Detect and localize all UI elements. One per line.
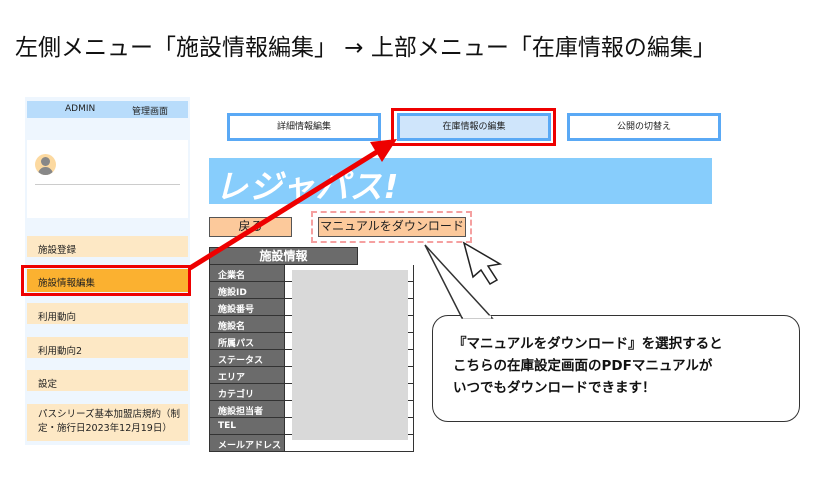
sidebar-item-facility-edit[interactable]: 施設情報編集 <box>27 269 188 292</box>
tab-publish-toggle[interactable]: 公開の切替え <box>567 113 721 141</box>
terms-line2: 定・施行日2023年12月19日） <box>38 423 172 434</box>
callout-pointer <box>424 244 494 319</box>
tab-inventory-edit[interactable]: 在庫情報の編集 <box>397 113 551 141</box>
sidebar-item-usage[interactable]: 利用動向 <box>27 303 188 324</box>
sidebar-item-settings[interactable]: 設定 <box>27 370 188 391</box>
tab-detail-edit[interactable]: 詳細情報編集 <box>227 113 381 141</box>
redacted-area <box>292 270 408 440</box>
user-card <box>27 140 188 218</box>
admin-label: ADMIN <box>65 104 96 114</box>
back-button[interactable]: 戻る <box>209 217 292 237</box>
sidebar: ADMIN 管理画面 施設登録 施設情報編集 利用動向 利用動向2 設定 パスシ… <box>25 97 190 445</box>
table-header: 施設情報 <box>209 247 358 265</box>
manual-download-button[interactable]: マニュアルをダウンロード <box>318 217 466 237</box>
callout-text: 『マニュアルをダウンロード』を選択すると こちらの在庫設定画面のPDFマニュアル… <box>453 333 723 399</box>
logo: レジャパス! <box>215 167 400 206</box>
avatar-icon <box>35 154 56 175</box>
callout-line1: 『マニュアルをダウンロード』を選択すると <box>453 336 723 352</box>
admin-link[interactable]: 管理画面 <box>132 107 169 117</box>
sidebar-header: ADMIN 管理画面 <box>27 101 188 118</box>
row-label: TEL <box>209 418 285 434</box>
row-label: メールアドレス <box>209 435 285 451</box>
callout-bubble <box>432 315 800 422</box>
row-label: 施設番号 <box>209 299 285 315</box>
highlight-box-sidebar <box>21 265 191 296</box>
red-arrow-head <box>370 139 397 162</box>
sidebar-item-facility-register[interactable]: 施設登録 <box>27 236 188 257</box>
page-title: 左側メニュー「施設情報編集」 → 上部メニュー「在庫情報の編集」 <box>15 35 716 61</box>
banner: レジャパス! <box>209 158 712 206</box>
sidebar-item-usage2[interactable]: 利用動向2 <box>27 337 188 358</box>
row-label: エリア <box>209 367 285 383</box>
cursor-arrow-icon <box>462 241 503 286</box>
callout-line2: こちらの在庫設定画面のPDFマニュアルが <box>453 358 713 374</box>
highlight-box-tab <box>391 108 556 146</box>
row-label: 施設担当者 <box>209 401 285 417</box>
row-label: 所属パス <box>209 333 285 349</box>
sidebar-item-terms[interactable]: パスシリーズ基本加盟店規約（制 定・施行日2023年12月19日） <box>27 404 188 441</box>
row-label: カテゴリ <box>209 384 285 400</box>
row-label: 企業名 <box>209 265 285 281</box>
row-label: 施設ID <box>209 282 285 298</box>
red-arrow <box>188 147 382 271</box>
row-label: ステータス <box>209 350 285 366</box>
highlight-dashed-box <box>311 211 472 243</box>
row-label: 施設名 <box>209 316 285 332</box>
terms-line1: パスシリーズ基本加盟店規約（制 <box>38 409 181 420</box>
divider <box>35 184 180 185</box>
callout-line3: いつでもダウンロードできます！ <box>453 380 656 396</box>
